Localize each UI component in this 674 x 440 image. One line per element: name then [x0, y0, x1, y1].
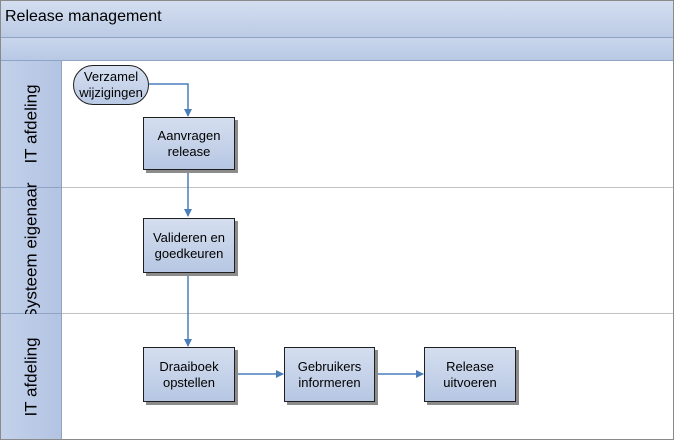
connector-start-to-request: [149, 83, 192, 117]
lane-it-afdeling-1: [62, 61, 673, 188]
lane-systeem-eigenaar: [62, 188, 673, 314]
process-release-uitvoeren[interactable]: Release uitvoeren: [424, 347, 516, 402]
start-terminator-verzamel-wijzigingen[interactable]: Verzamel wijzigingen: [73, 65, 149, 105]
process-gebruikers-informeren[interactable]: Gebruikers informeren: [284, 347, 375, 402]
process-valideren-en-goedkeuren[interactable]: Valideren en goedkeuren: [143, 218, 235, 273]
lane-header-it-afdeling-1: IT afdeling: [1, 61, 62, 188]
lane-header-it-afdeling-2: IT afdeling: [1, 314, 62, 439]
process-draaiboek-opstellen[interactable]: Draaiboek opstellen: [143, 347, 235, 402]
process-aanvragen-release[interactable]: Aanvragen release: [143, 117, 235, 170]
lane-header-systeem-eigenaar: Systeem eigenaar: [1, 182, 62, 319]
phase-bar: [1, 38, 673, 61]
diagram-title: Release management: [5, 8, 162, 25]
diagram-title-bar: Release management: [1, 1, 673, 38]
